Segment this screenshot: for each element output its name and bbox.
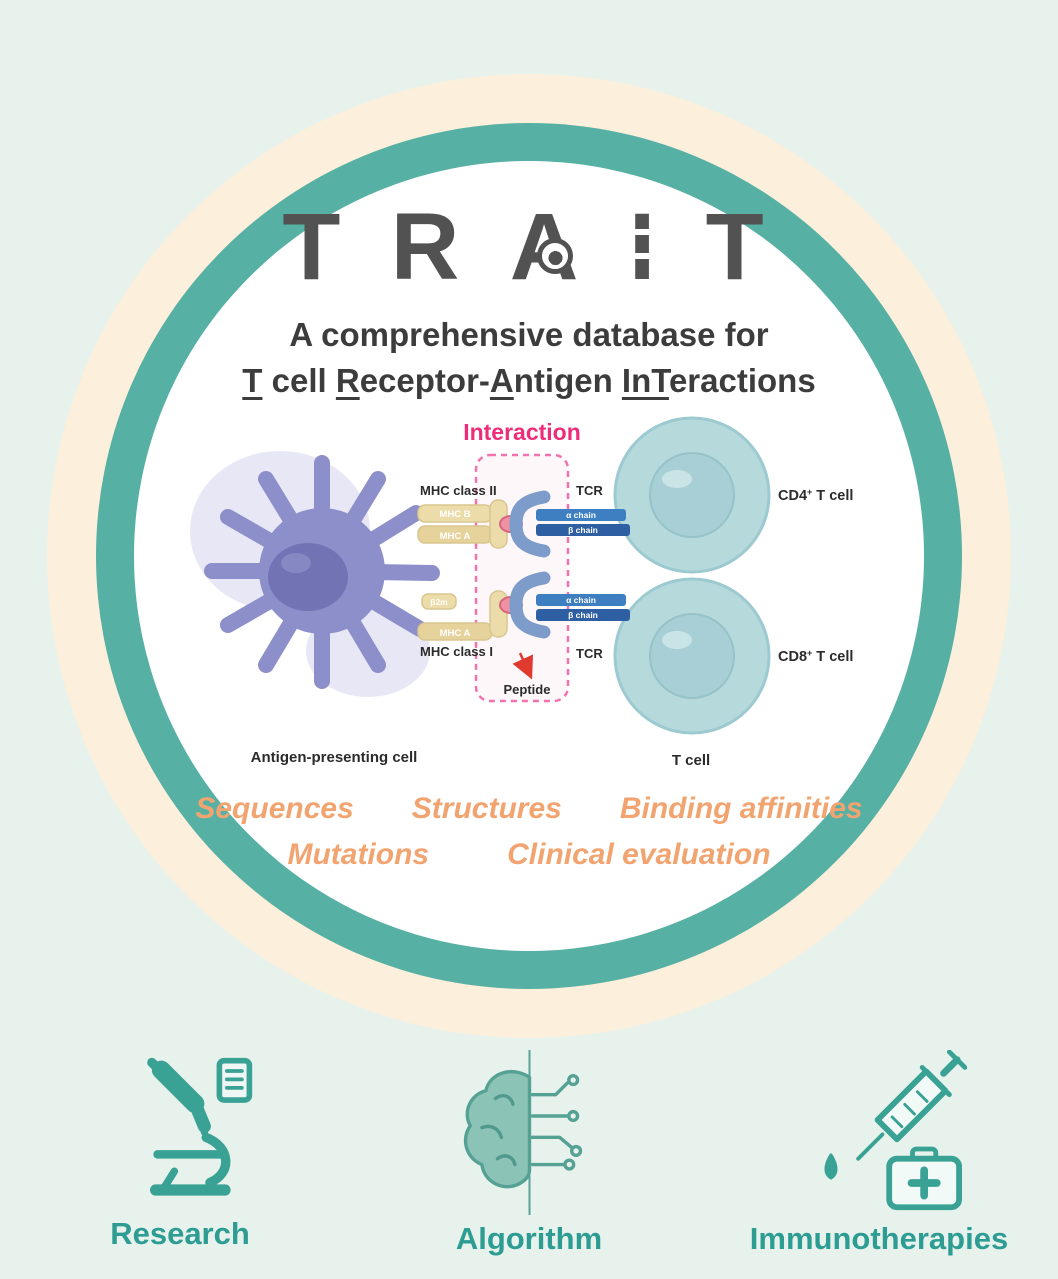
mhc-class-ii-label: MHC class II: [420, 483, 497, 498]
keyword-binding-affinities: Binding affinities: [619, 792, 863, 825]
peptide-arrow: [512, 652, 534, 680]
subtitle-part-t: T: [242, 362, 263, 399]
microscope-icon: [147, 1057, 253, 1196]
cd8-t-cell-graphic: [613, 577, 771, 735]
keyword-mutations: Mutations: [287, 838, 430, 871]
subtitle-line2: T cell Receptor-Antigen InTeractions: [134, 362, 924, 400]
subtitle-part-int: InT: [621, 362, 669, 399]
footer-label-algorithm: Algorithm: [455, 1221, 603, 1256]
alpha-chain-top-label: α chain: [566, 510, 596, 520]
mhc-b-label: MHC B: [439, 509, 470, 520]
subtitle-part-eractions: eractions: [668, 362, 816, 399]
subtitle-line1: A comprehensive database for: [289, 316, 769, 353]
tcr-bottom-label: TCR: [576, 646, 603, 661]
footer-label-research: Research: [110, 1216, 250, 1251]
apc-caption: Antigen-presenting cell: [251, 749, 418, 766]
b2m-label: β2m: [430, 597, 448, 607]
antigen-presenting-cell-graphic: [190, 451, 440, 697]
subtitle-part-eceptor: eceptor-: [359, 362, 490, 399]
keyword-clinical-evaluation: Clinical evaluation: [507, 838, 771, 871]
interaction-label: Interaction: [463, 419, 581, 445]
subtitle-part-a: A: [489, 362, 514, 399]
beta-chain-bottom-label: β chain: [568, 610, 598, 620]
footer-immunotherapies: Immunotherapies: [718, 1050, 1040, 1257]
trait-logo: T R A I T: [0, 200, 1058, 295]
keyword-sequences: Sequences: [195, 792, 354, 825]
subtitle-part-ntigen: ntigen: [513, 362, 622, 399]
mhc-class-i-complex: β2m MHC A: [417, 590, 523, 641]
logo-letter-r: R: [390, 194, 472, 300]
tcr-bottom-graphic: α chain β chain: [509, 571, 630, 639]
cd8-t-cell-label: CD8+ T cell: [778, 648, 853, 665]
subtitle-part-cell: cell: [262, 362, 336, 399]
brain-circuit-icon: [463, 1050, 582, 1215]
tcr-antigen-interaction-diagram: Interaction MHC B MHC A α chain β chain …: [190, 416, 853, 769]
logo-letter-t1: T: [282, 194, 353, 300]
cd4-t-cell-graphic: [613, 416, 771, 574]
keyword-structures: Structures: [411, 792, 562, 825]
syringe-icon: [823, 1050, 967, 1211]
footer-research: Research: [70, 1050, 290, 1252]
tcr-top-graphic: α chain β chain: [509, 490, 630, 558]
peptide-label: Peptide: [504, 682, 551, 697]
footer-label-immunotherapies: Immunotherapies: [749, 1221, 1009, 1256]
cd4-t-cell-label: CD4+ T cell: [778, 487, 853, 504]
mhc-a-bottom-label: MHC A: [440, 628, 471, 639]
tcr-top-label: TCR: [576, 483, 603, 498]
beta-chain-top-label: β chain: [568, 525, 598, 535]
mhc-a-top-label: MHC A: [440, 531, 471, 542]
footer-algorithm: Algorithm: [419, 1050, 639, 1257]
subtitle-part-r: R: [335, 362, 360, 399]
alpha-chain-bottom-label: α chain: [566, 595, 596, 605]
logo-letter-t2: T: [705, 194, 776, 300]
logo-letter-a-with-eye-icon: A: [509, 194, 591, 300]
logo-letter-i-chromosome-icon: I: [626, 194, 670, 300]
mhc-class-ii-complex: MHC B MHC A: [417, 499, 523, 549]
keywords-row2: Mutations Clinical evaluation: [134, 838, 924, 872]
apc-nucleus: [268, 543, 348, 611]
mhc-class-i-label: MHC class I: [420, 644, 493, 659]
t-cell-caption: T cell: [672, 752, 710, 769]
keywords-row1: Sequences Structures Binding affinities: [134, 792, 924, 826]
